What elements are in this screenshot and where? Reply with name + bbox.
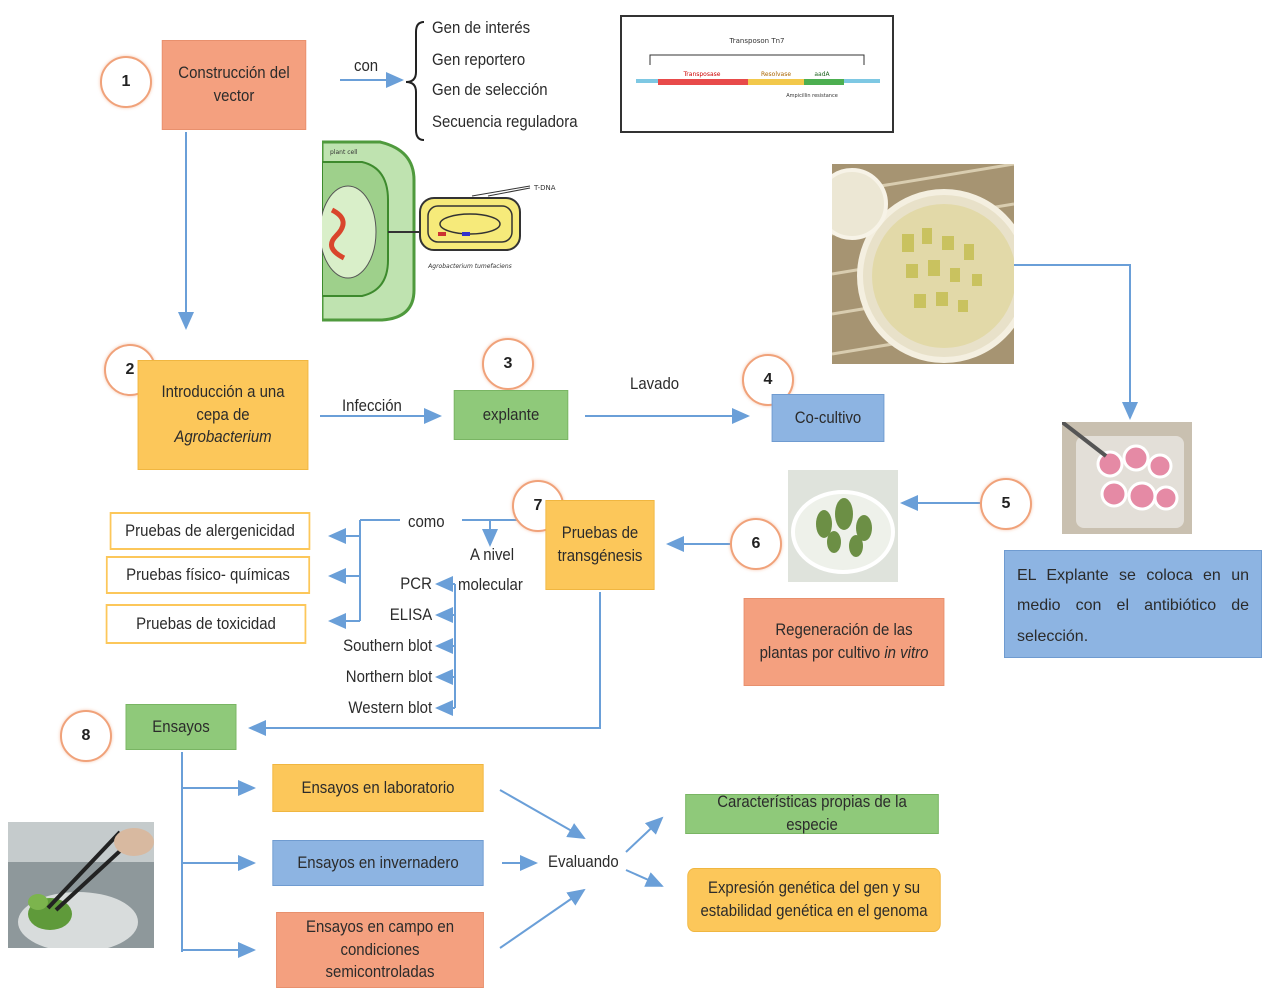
node-ensayos: Ensayos (125, 704, 237, 750)
node-label: Regeneración de las (775, 620, 913, 640)
node-label: Co-cultivo (794, 407, 862, 427)
step-6-circle: 6 (730, 518, 782, 570)
vector-component: Gen de selección (432, 80, 548, 99)
node-regeneracion-plantas: Regeneración de las plantas por cultivo … (743, 598, 945, 686)
node-label-italic: Agrobacterium (174, 427, 272, 447)
node-label: Construcción del vector (178, 63, 290, 105)
bacterium-label: Agrobacterium tumefaciens (427, 263, 512, 270)
tweezers-plant-photo (8, 822, 154, 948)
tdna-label: T-DNA (533, 184, 556, 192)
transposase-segment (658, 79, 748, 85)
evaluacion-caracteristicas-box: Características propias de la especie (685, 792, 939, 834)
ensayos-label: Ensayos en campo en condiciones semicont… (305, 916, 455, 982)
node-label: Pruebas de transgénesis (557, 523, 643, 565)
node-label: EL Explante se coloca en un medio con el… (1017, 567, 1249, 645)
edge-label-a-nivel: A nivel (470, 545, 515, 564)
node-medio-antibiotico: EL Explante se coloca en un medio con el… (1004, 550, 1262, 658)
edge-label-evaluando: Evaluando (548, 852, 619, 871)
arrow-plate-to-well (1014, 264, 1138, 420)
node-label-italic: in vitro (884, 643, 929, 662)
molecular-test-item: Northern blot (345, 667, 432, 686)
vector-component: Gen reportero (432, 50, 526, 69)
agrobacterium-cell-figure: plant cell T-DNA Agrobacterium tumefacie… (322, 140, 580, 322)
edge-label-lavado: Lavado (630, 374, 680, 393)
resolvase-segment (748, 79, 804, 85)
step-number: 7 (533, 497, 543, 514)
arrow-como-anivel (462, 519, 498, 547)
evaluacion-label: Expresión genética del gen y su estabili… (700, 878, 928, 920)
step-1-circle: 1 (100, 56, 152, 108)
ensayos-label: Ensayos en laboratorio (301, 777, 455, 797)
bracket-icon (405, 21, 425, 141)
node-label: Ensayos (152, 716, 210, 736)
molecular-test-item: Southern blot (342, 636, 432, 655)
ensayos-invernadero-box: Ensayos en invernadero (272, 840, 484, 886)
chromosome-icon (329, 207, 346, 261)
node-co-cultivo: Co-cultivo (771, 394, 885, 442)
node-label: cepa de (196, 404, 250, 424)
step-number: 1 (121, 73, 131, 90)
pruebas-label: Pruebas de alergenicidad (125, 520, 295, 540)
ensayos-label: Ensayos en invernadero (297, 852, 459, 872)
segment-label: Resolvase (761, 71, 791, 78)
vector-map-figure: Transposon Tn7 Transposase Resolvase aad… (620, 15, 894, 133)
segment-label: aadA (814, 71, 830, 78)
step-5-circle: 5 (980, 478, 1032, 530)
pruebas-alergenicidad-box: Pruebas de alergenicidad (109, 512, 311, 550)
node-label: plantas por cultivo (759, 643, 881, 662)
node-pruebas-transgenesis: Pruebas de transgénesis (545, 500, 655, 590)
ensayos-campo-box: Ensayos en campo en condiciones semicont… (276, 912, 484, 988)
node-label: explante (482, 404, 540, 424)
node-label: Introducción a una (161, 381, 285, 401)
molecular-test-item: ELISA (389, 605, 432, 624)
aada-segment (804, 79, 844, 85)
well-plate-photo (1062, 422, 1192, 534)
plant-cell-label: plant cell (330, 149, 358, 156)
edge-label-con: con (354, 56, 379, 75)
segment-label: Transposase (683, 71, 721, 78)
molecular-test-item: PCR (400, 574, 432, 593)
vector-figure-title: Transposon Tn7 (729, 37, 785, 45)
step-number: 4 (763, 371, 773, 388)
step-number: 8 (81, 727, 91, 744)
step-number: 3 (503, 355, 513, 372)
pruebas-label: Pruebas de toxicidad (136, 613, 276, 633)
molecular-test-item: Western blot (348, 698, 432, 717)
edge-label-molecular: molecular (458, 575, 523, 594)
pruebas-label: Pruebas físico- químicas (126, 564, 290, 584)
step-number: 2 (125, 361, 135, 378)
step-number: 5 (1001, 495, 1011, 512)
evaluacion-expresion-box: Expresión genética del gen y su estabili… (687, 868, 941, 932)
step-4-circle: 4 (742, 354, 794, 406)
step-number: 6 (751, 535, 761, 552)
evaluacion-label: Características propias de la especie (717, 792, 907, 834)
vector-component: Secuencia reguladora (432, 112, 578, 131)
bacterium-icon (419, 197, 521, 251)
node-explante: explante (453, 390, 569, 440)
node-introduccion-agrobacterium: Introducción a una cepa de Agrobacterium (137, 360, 309, 470)
step-8-circle: 8 (60, 710, 112, 762)
segment-note: Ampicillin resistance (786, 93, 838, 99)
vector-component: Gen de interés (432, 18, 531, 37)
edge-label-como: como (408, 512, 445, 531)
plantlets-photo (788, 470, 898, 582)
node-construccion-vector: Construcción del vector (161, 40, 307, 130)
petri-dish-photo (832, 164, 1014, 364)
ensayos-laboratorio-box: Ensayos en laboratorio (272, 764, 484, 812)
step-3-circle: 3 (482, 338, 534, 390)
edge-label-infeccion: Infección (342, 396, 402, 415)
pruebas-fisicoquimicas-box: Pruebas físico- químicas (105, 556, 311, 594)
pruebas-toxicidad-box: Pruebas de toxicidad (105, 604, 307, 644)
